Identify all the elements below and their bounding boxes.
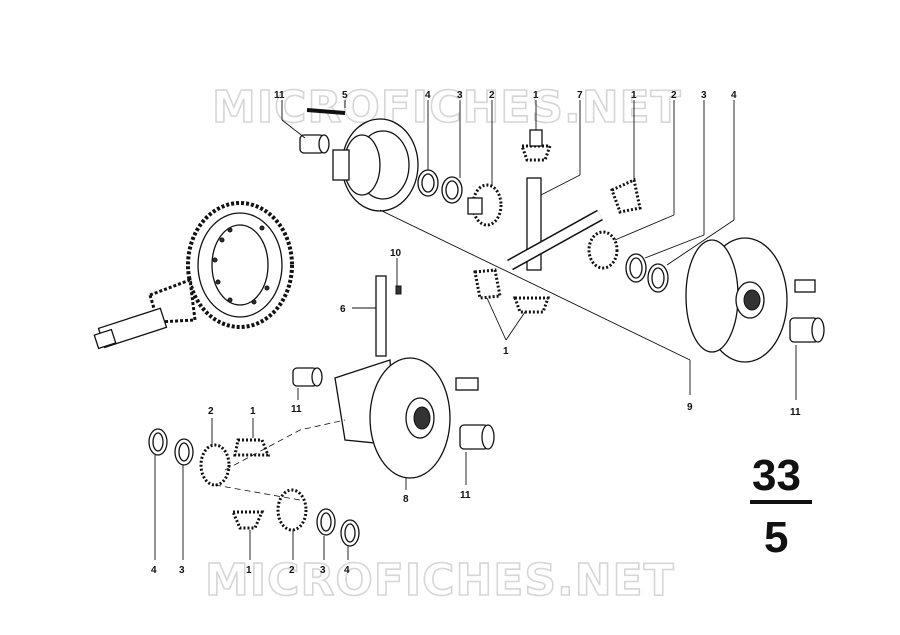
callout-labels: 11 5 4 3 2 1 7 1 2 3 4 10 6 1 9 11 11 2 … [151,90,801,576]
watermark-top: MICROFICHES.NET [212,82,682,133]
ring-gear-and-pinion [93,201,294,350]
watermark-bottom: MICROFICHES.NET [205,555,675,606]
callout-mid-1: 1 [503,346,509,357]
callout-bl-3: 3 [179,565,185,576]
callout-top-1a: 1 [533,90,539,101]
callout-top-5: 5 [342,90,348,101]
callout-bl-11: 11 [460,490,471,501]
callout-bot-1: 1 [246,565,252,576]
callout-top-11: 11 [274,90,285,101]
group-number-bottom: 5 [764,513,788,562]
callout-top-7: 7 [577,90,583,101]
upper-differential-assembly [299,108,825,363]
callout-mid-11a: 11 [291,404,302,415]
callout-bl-8: 8 [403,494,409,505]
callout-top-3b: 3 [701,90,707,101]
callout-bl-2: 2 [208,406,214,417]
callout-bot-4: 4 [344,565,350,576]
callout-bl-1: 1 [250,406,256,417]
callout-mid-11b: 11 [790,407,801,418]
group-number: 33 5 [750,451,812,562]
callout-top-4a: 4 [425,90,431,101]
leader-lines [154,100,797,560]
group-number-top: 33 [752,451,801,500]
callout-mid-9: 9 [687,402,693,413]
callout-bl-4: 4 [151,565,157,576]
callout-mid-10: 10 [390,248,402,259]
callout-bot-2: 2 [289,565,295,576]
callout-mid-6: 6 [340,304,346,315]
lower-differential-assembly [292,275,495,479]
callout-top-3a: 3 [457,90,463,101]
callout-top-4b: 4 [731,90,737,101]
loose-gear-set [148,419,360,547]
callout-top-2b: 2 [671,90,677,101]
callout-top-2a: 2 [489,90,495,101]
callout-top-1b: 1 [631,90,637,101]
callout-bot-3: 3 [320,565,326,576]
